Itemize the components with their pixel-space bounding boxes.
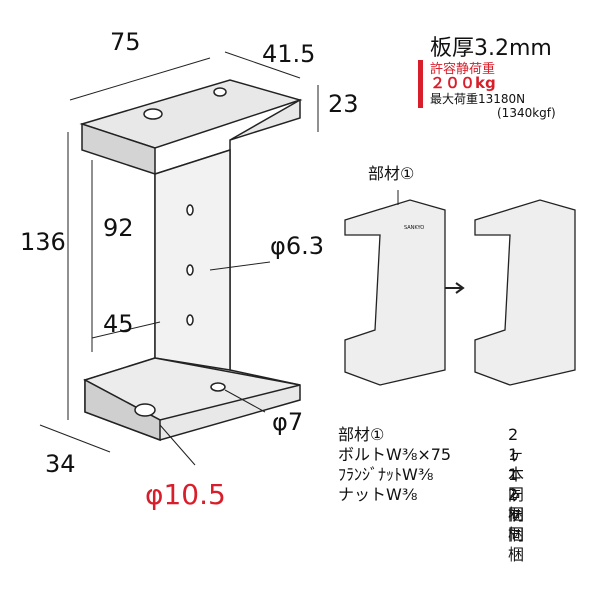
parts-list: 部材① 2ヶ ボルトW⅜×75 1本同梱 ﾌﾗﾝｼﾞﾅｯﾄW⅜ 1ヶ同梱 ナットW⅜ 2… xyxy=(338,425,524,564)
part-name: ﾌﾗﾝｼﾞﾅｯﾄW⅜ xyxy=(338,465,434,484)
part-qty: 2ヶ xyxy=(508,425,525,464)
accent-bar xyxy=(418,60,423,108)
dim-flange: 23 xyxy=(328,90,359,118)
brand-mark: SANKYO xyxy=(404,225,425,231)
part-name: 部材① xyxy=(338,425,385,444)
part-name: ナットW⅜ xyxy=(338,485,418,504)
dim-width: 75 xyxy=(110,28,141,56)
allowable-value: ２００kg xyxy=(430,74,496,92)
hole-small: φ6.3 xyxy=(270,232,324,260)
list-item: ナットW⅜ 2ヶ同梱 xyxy=(338,485,524,564)
dim-inner-depth: 45 xyxy=(103,310,134,338)
dim-bottom: 34 xyxy=(45,450,76,478)
main-bracket xyxy=(79,79,303,442)
dim-depth: 41.5 xyxy=(262,40,316,68)
max-load: 最大荷重13180N xyxy=(430,92,526,106)
part-name: ボルトW⅜×75 xyxy=(338,445,452,464)
hole-bottom: φ7 xyxy=(272,408,304,436)
list-item: ボルトW⅜×75 1本同梱 xyxy=(338,445,524,524)
small-brackets xyxy=(344,199,576,386)
part-qty: 1本同梱 xyxy=(508,445,525,524)
part-qty: 2ヶ同梱 xyxy=(508,485,525,564)
dimension-lines xyxy=(39,51,319,466)
thickness: 板厚3.2mm xyxy=(430,36,552,61)
dim-height: 136 xyxy=(20,228,66,256)
max-load-kgf: (1340kgf) xyxy=(497,106,556,120)
part-qty: 1ヶ同梱 xyxy=(508,465,525,544)
allowable-label: 許容静荷重 xyxy=(430,62,496,77)
arrow-icon xyxy=(445,282,465,294)
list-item: 部材① 2ヶ xyxy=(338,425,524,464)
hole-large: φ10.5 xyxy=(145,478,226,511)
dim-inner-height: 92 xyxy=(103,214,134,242)
list-item: ﾌﾗﾝｼﾞﾅｯﾄW⅜ 1ヶ同梱 xyxy=(338,465,524,544)
part-label: 部材① xyxy=(368,164,415,183)
